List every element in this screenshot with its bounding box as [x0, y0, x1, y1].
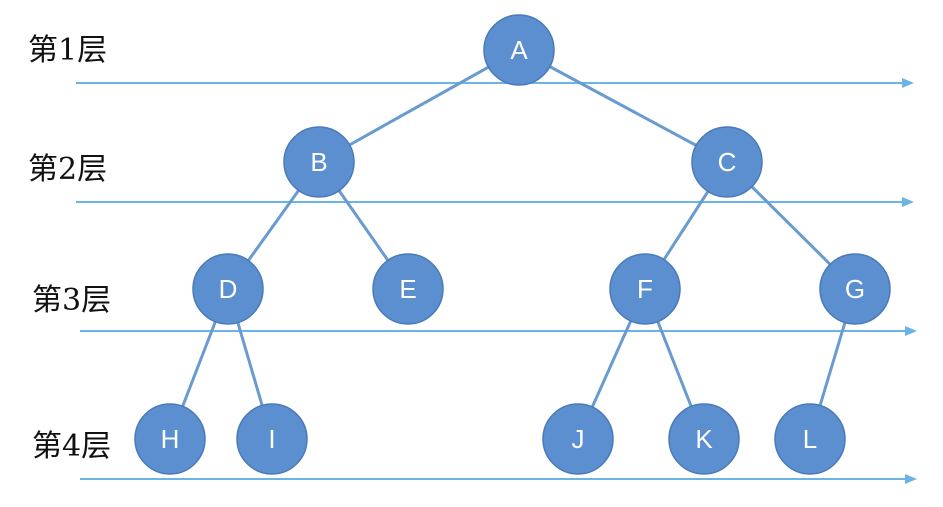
tree-node-F: F	[609, 253, 681, 325]
node-label-G: G	[845, 274, 865, 304]
tree-node-I: I	[236, 403, 308, 475]
node-label-L: L	[803, 424, 817, 454]
node-label-K: K	[695, 424, 713, 454]
edge-A-B	[318, 48, 520, 164]
node-label-F: F	[637, 274, 653, 304]
level-label-1: 第1层	[28, 33, 108, 68]
node-circle-I	[236, 403, 308, 475]
tree-node-H: H	[134, 403, 206, 475]
node-circle-E	[372, 253, 444, 325]
node-circle-B	[283, 126, 355, 198]
tree-edges	[168, 48, 857, 440]
tree-node-K: K	[668, 403, 740, 475]
node-label-I: I	[268, 424, 275, 454]
node-circle-D	[192, 253, 264, 325]
node-circle-G	[819, 253, 891, 325]
level-label-3: 第3层	[32, 283, 112, 318]
level-label-2: 第2层	[28, 152, 108, 187]
node-label-B: B	[310, 147, 327, 177]
tree-node-J: J	[542, 403, 614, 475]
tree-node-E: E	[372, 253, 444, 325]
tree-node-B: B	[283, 126, 355, 198]
tree-node-G: G	[819, 253, 891, 325]
node-label-J: J	[572, 424, 585, 454]
node-label-C: C	[718, 147, 737, 177]
node-circle-A	[483, 14, 555, 86]
edge-A-C	[518, 48, 728, 164]
node-circle-L	[774, 403, 846, 475]
level-lines	[76, 78, 917, 484]
node-circle-H	[134, 403, 206, 475]
node-label-A: A	[510, 35, 528, 65]
node-label-H: H	[161, 424, 180, 454]
node-circle-K	[668, 403, 740, 475]
node-label-E: E	[399, 274, 416, 304]
tree-node-C: C	[691, 126, 763, 198]
tree-node-D: D	[192, 253, 264, 325]
tree-nodes: A B C D E F G H I J K L	[134, 14, 891, 475]
tree-node-L: L	[774, 403, 846, 475]
node-circle-F	[609, 253, 681, 325]
node-circle-C	[691, 126, 763, 198]
node-label-D: D	[219, 274, 238, 304]
tree-node-A: A	[483, 14, 555, 86]
node-circle-J	[542, 403, 614, 475]
level-label-4: 第4层	[32, 429, 112, 464]
